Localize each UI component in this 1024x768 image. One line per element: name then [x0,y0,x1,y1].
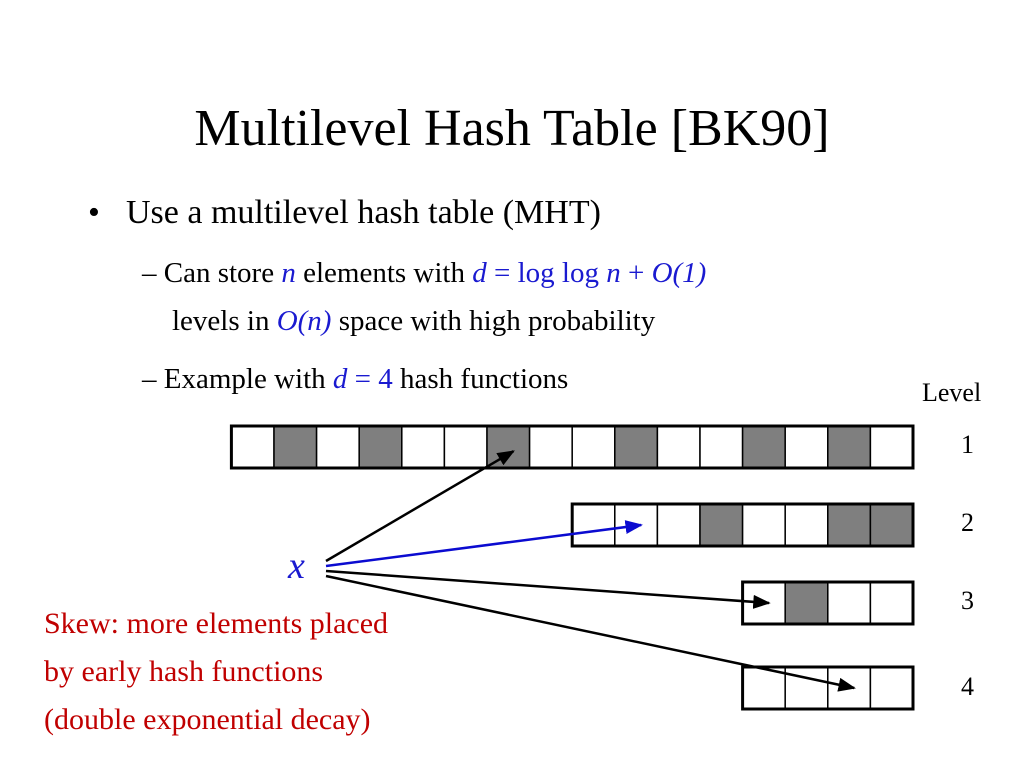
level-1-cell-empty [528,425,573,469]
level-1-table-outline [229,424,915,470]
sub2-d: d [332,363,348,395]
sub2-text-b: hash functions [392,363,569,395]
arrow-to-level-2 [325,520,643,568]
level-1-cell-filled [358,425,403,469]
level-number-2: 2 [961,508,974,537]
level-2-cell-filled [699,503,744,547]
sub1-text-b: elements with [295,257,473,289]
level-number-3: 3 [961,586,974,615]
level-1-cell-empty [869,425,914,469]
level-2-cell-empty [784,503,829,547]
level-1-cell-filled [741,425,786,469]
level-header: Level [922,378,982,407]
level-1-cell-empty [443,425,488,469]
sub-bullet-1-line2: levels in O(n) space with high probabili… [172,304,655,339]
bullet-main: • Use a multilevel hash table (MHT) [88,194,601,232]
skew-line-3: (double exponential decay) [44,703,371,736]
arrow-to-level-3 [325,569,771,609]
level-1-cell-empty [784,425,829,469]
level-4-cell-empty [741,666,786,710]
level-3-table-outline [741,580,915,626]
level-1-cell-empty [571,425,616,469]
bullet-dot: • [88,194,100,231]
sub2-eq: = 4 [347,363,393,395]
level-4-cell-empty [869,666,914,710]
level-2-cell-filled [869,503,914,547]
skew-line-2: by early hash functions [44,655,324,688]
sub1-d: d [472,257,487,289]
sub1-n: n [281,257,296,289]
level-2-cell-empty [656,503,701,547]
skew-note: Skew: more elements placed by early hash… [44,600,388,744]
level-4-table-outline [741,665,915,711]
sub-bullet-1: – Can store n elements with d = log log … [142,257,707,289]
skew-line-1: Skew: more elements placed [44,607,389,640]
level-2-cell-empty [741,503,786,547]
level-number-1: 1 [961,430,974,459]
slide-title: Multilevel Hash Table [BK90] [194,100,830,157]
element-x-label: x [287,545,305,587]
sub1-text-a: Can store [163,257,282,289]
sub1-line2-b: space with high probability [331,305,656,337]
sub1-line2-a: levels in [172,305,277,337]
sub1-n2: n [606,257,621,289]
arrow-to-level-1 [325,450,515,563]
level-2-cell-empty [571,503,616,547]
level-1-cell-empty [699,425,744,469]
sub-bullet-2: – Example with d = 4 hash functions [142,363,569,395]
level-1-cell-empty [656,425,701,469]
level-1-cell-empty [315,425,360,469]
level-2-table-outline [570,502,915,548]
level-1-cell-filled [827,425,872,469]
arrow-to-level-4 [325,574,856,692]
level-3-cell-filled [784,581,829,625]
level-number-4: 4 [961,672,974,701]
level-1-cell-filled [273,425,318,469]
level-3-cell-empty [869,581,914,625]
level-3-cell-empty [827,581,872,625]
level-1-cell-empty [401,425,446,469]
sub1-eq: = log log [486,257,607,289]
sub1-on: O(n) [276,305,332,337]
sub1-o1: O(1) [651,257,707,289]
bullet-text: Use a multilevel hash table (MHT) [126,194,601,231]
sub2-text-a: Example with [163,363,333,395]
sub1-plus: + [620,257,652,289]
level-2-cell-filled [827,503,872,547]
level-1-cell-filled [614,425,659,469]
level-1-cell-empty [230,425,275,469]
level-4-cell-empty [784,666,829,710]
